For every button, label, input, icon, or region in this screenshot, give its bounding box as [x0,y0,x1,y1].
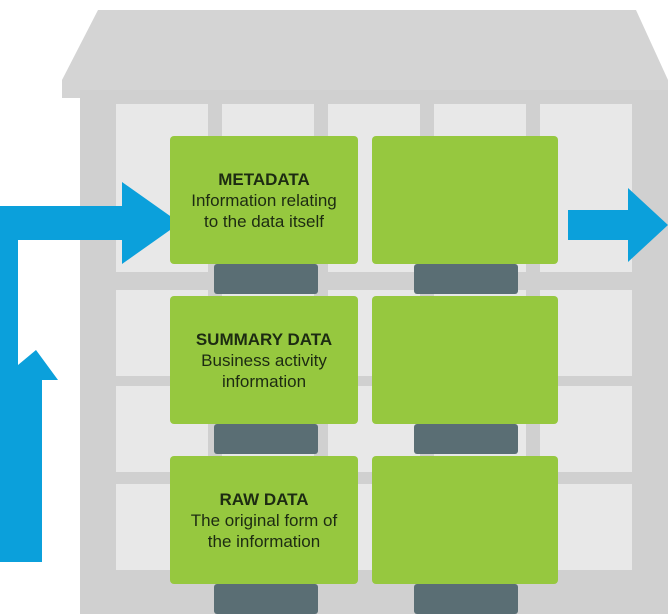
raw-data-title: RAW DATA [219,489,309,509]
raw-data-box: RAW DATA The original form of the inform… [170,456,358,584]
shelf-base [414,584,518,614]
summary-data-empty-box [372,296,558,424]
shelf-base [414,424,518,454]
raw-data-description: The original form of the information [190,510,338,551]
shelf-base [414,264,518,294]
raw-data-empty-box [372,456,558,584]
shelf-base [214,584,318,614]
shelf-bases [214,264,518,614]
summary-data-title: SUMMARY DATA [195,329,333,349]
metadata-description: Information relating to the data itself [191,190,337,231]
summary-data-description: Business activity information [201,350,327,391]
shelf-base [214,424,318,454]
shelf-base [214,264,318,294]
warehouse-roof [62,10,668,98]
metadata-box: METADATA Information relating to the dat… [170,136,358,264]
arrow-right-icon [0,182,180,562]
arrow-out-icon [568,188,668,262]
summary-data-box: SUMMARY DATA Business activity informati… [170,296,358,424]
metadata-title: METADATA [218,169,310,189]
metadata-empty-box [372,136,558,264]
arrow-in [0,182,180,562]
